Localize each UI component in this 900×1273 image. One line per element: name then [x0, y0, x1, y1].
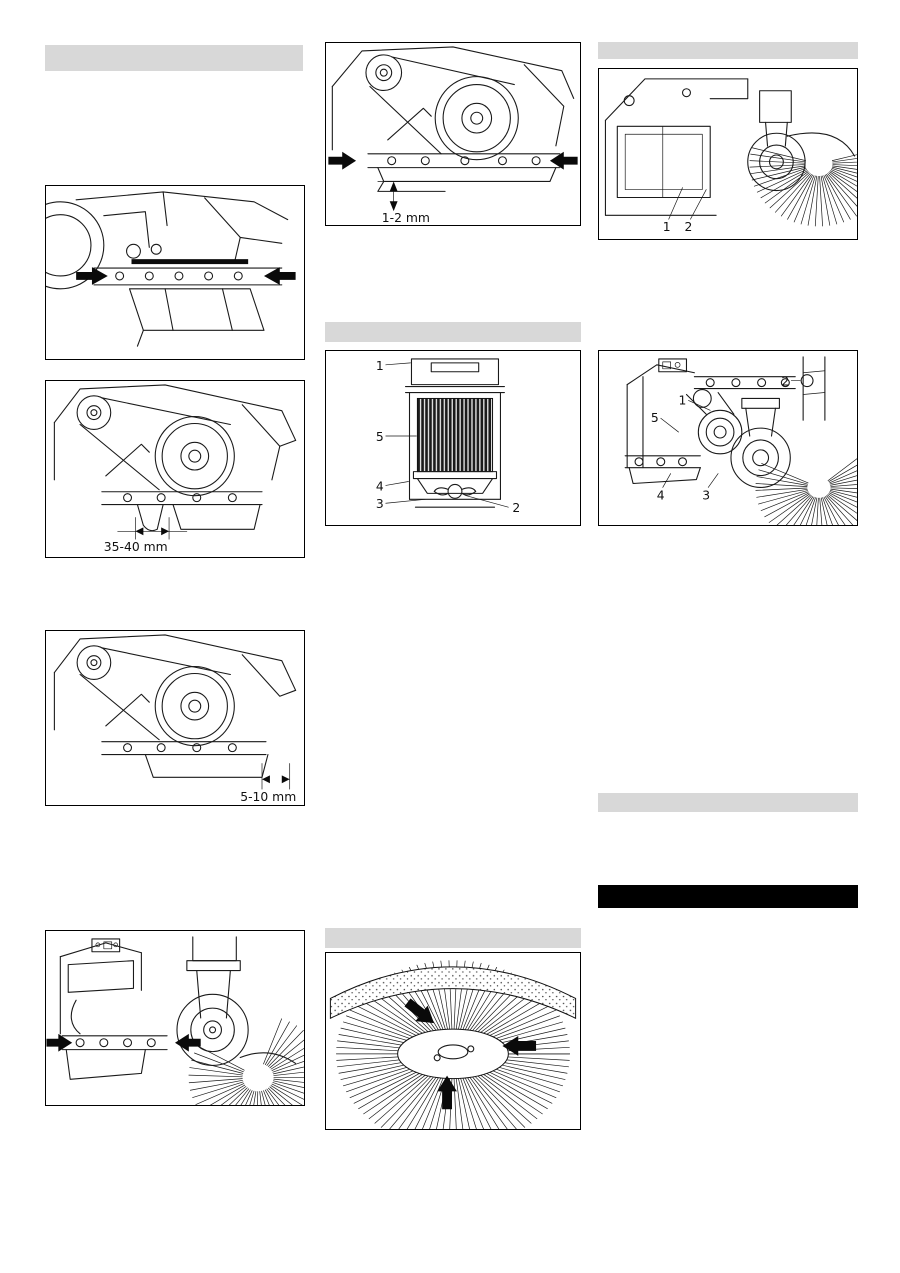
mount-arrow-icon: [437, 1075, 457, 1110]
brush-bristles: [749, 147, 857, 227]
mount-arrow-icon: [404, 998, 435, 1024]
dimension-arrow-icon: [389, 181, 398, 192]
callout-1: 1: [663, 220, 671, 234]
illustration-side-seal-caster: [46, 936, 304, 1105]
adjust-arrow-left-icon: [328, 151, 357, 170]
brush-bristles: [188, 1018, 304, 1105]
adjust-arrow-left-icon: [46, 1033, 73, 1052]
figure-front-seal: [45, 185, 305, 360]
illustration-side-brush: 1 2: [604, 78, 857, 234]
dimension-label: 1-2 mm: [382, 211, 430, 225]
adjust-arrow-left-icon: [76, 267, 108, 285]
dimension-arrow-icon: [161, 527, 170, 536]
figure-rear-seal: 35-40 mm: [45, 380, 305, 558]
illustration-caster-assembly: 2 1 5 4 3: [624, 356, 857, 525]
figure-brush-plate: [325, 952, 581, 1130]
callout-1: 1: [679, 393, 687, 407]
section-bar-left-top: [45, 45, 303, 71]
callout-5: 5: [651, 411, 659, 425]
section-bar-side-brush: [325, 928, 581, 948]
dimension-label: 5-10 mm: [240, 790, 296, 804]
brush-bristles: [755, 458, 857, 525]
dimension-arrow-icon: [262, 775, 270, 784]
illustration-air-filter: 1 5 4 3 2: [376, 358, 520, 515]
callout-2: 2: [685, 220, 693, 234]
dimension-arrow-icon: [281, 775, 290, 784]
dimension-arrow-icon: [135, 527, 144, 536]
figure-rear-seal-travel: 5-10 mm: [45, 630, 305, 806]
illustration-top-seal: 1-2 mm: [328, 46, 578, 225]
illustration-rear-seal-travel: 5-10 mm: [53, 634, 296, 804]
callout-4: 4: [376, 479, 384, 493]
callout-2: 2: [512, 501, 520, 515]
illustration-rear-seal: 35-40 mm: [53, 384, 297, 554]
adjust-arrow-right-icon: [549, 151, 578, 170]
dimension-label: 35-40 mm: [104, 540, 168, 554]
callout-5: 5: [376, 430, 384, 444]
adjust-arrow-right-icon: [175, 1033, 201, 1052]
figure-side-seal-caster: [45, 930, 305, 1106]
filter-element: [416, 397, 494, 473]
figure-top-seal: 1-2 mm: [325, 42, 581, 226]
illustration-front-seal: [46, 191, 296, 347]
figure-side-brush: 1 2: [598, 68, 858, 240]
callout-1: 1: [376, 359, 384, 373]
section-bar-right-lower: [598, 793, 858, 812]
machine-edge-band: [329, 966, 577, 1020]
callout-2: 2: [781, 375, 789, 389]
figure-caster-assembly: 2 1 5 4 3: [598, 350, 858, 526]
figure-air-filter: 1 5 4 3 2: [325, 350, 581, 526]
adjust-arrow-right-icon: [263, 267, 296, 285]
dimension-arrow-icon: [389, 201, 398, 212]
section-bar-air-filter: [325, 322, 581, 342]
callout-3: 3: [702, 488, 710, 502]
mount-arrow-icon: [502, 1036, 537, 1056]
section-bar-right-top: [598, 42, 858, 59]
brush-plate-disc: [397, 1028, 509, 1080]
callout-3: 3: [376, 497, 384, 511]
chapter-bar: [598, 885, 858, 908]
illustration-brush-plate: [329, 960, 577, 1129]
callout-4: 4: [657, 488, 665, 502]
